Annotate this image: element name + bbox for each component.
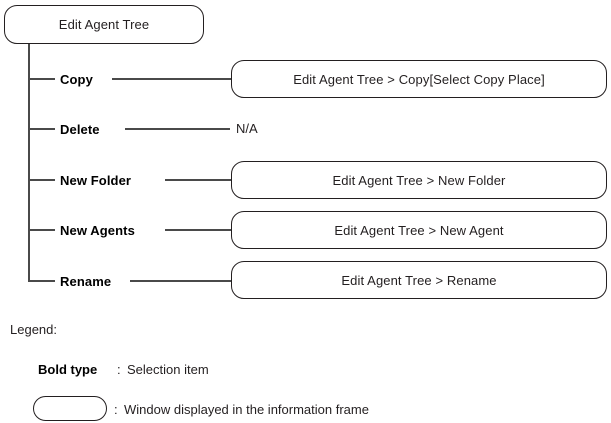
window-node-rename-label: Edit Agent Tree > Rename [341, 272, 497, 288]
window-node-new-folder[interactable]: Edit Agent Tree > New Folder [231, 161, 607, 199]
trunk-vertical-connector [28, 44, 30, 281]
menu-item-delete[interactable]: Delete [60, 122, 100, 137]
legend-entry-window-sample-shape [33, 396, 107, 421]
legend-entry-bold-separator: : [117, 362, 121, 377]
branch-connector-copy-left [28, 78, 55, 80]
branch-connector-new-folder-right [165, 179, 231, 181]
window-node-delete-na: N/A [236, 121, 258, 136]
window-node-rename[interactable]: Edit Agent Tree > Rename [231, 261, 607, 299]
branch-connector-new-agents-left [28, 229, 55, 231]
legend-entry-window-separator: : [114, 402, 118, 417]
window-node-new-agent-label: Edit Agent Tree > New Agent [334, 222, 504, 238]
branch-connector-new-folder-left [28, 179, 55, 181]
menu-item-rename[interactable]: Rename [60, 274, 112, 289]
root-node-edit-agent-tree[interactable]: Edit Agent Tree [4, 5, 204, 44]
legend-entry-bold-description: Selection item [127, 362, 209, 377]
window-node-copy[interactable]: Edit Agent Tree > Copy[Select Copy Place… [231, 60, 607, 98]
branch-connector-new-agents-right [165, 229, 231, 231]
legend-entry-bold-sample: Bold type [38, 362, 98, 377]
menu-item-new-folder[interactable]: New Folder [60, 173, 132, 188]
menu-item-new-agents[interactable]: New Agents [60, 223, 135, 238]
branch-connector-copy-right [112, 78, 231, 80]
menu-item-copy[interactable]: Copy [60, 72, 93, 87]
legend-entry-window-description: Window displayed in the information fram… [124, 402, 369, 417]
window-node-new-agent[interactable]: Edit Agent Tree > New Agent [231, 211, 607, 249]
branch-connector-delete-left [28, 128, 55, 130]
root-node-label: Edit Agent Tree [58, 17, 150, 32]
branch-connector-rename-right [130, 280, 231, 282]
branch-connector-delete-right [125, 128, 230, 130]
window-node-copy-label: Edit Agent Tree > Copy[Select Copy Place… [293, 71, 545, 87]
window-node-new-folder-label: Edit Agent Tree > New Folder [332, 172, 506, 188]
branch-connector-rename-left [28, 280, 55, 282]
legend-title: Legend: [10, 322, 57, 337]
